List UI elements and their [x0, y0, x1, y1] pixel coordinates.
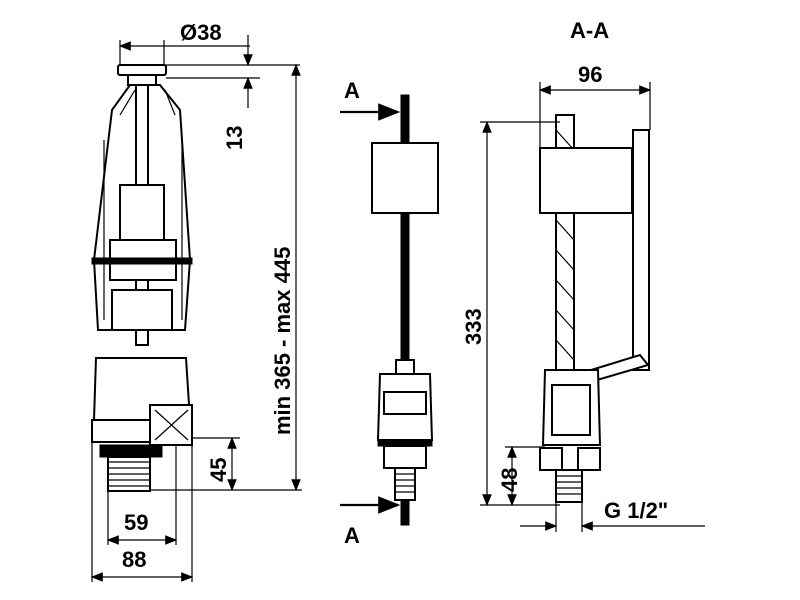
fill-valve-section-view: A-A [539, 18, 650, 503]
section-title: A-A [570, 18, 609, 43]
dim-section-height: 333 [461, 308, 486, 345]
dim-thread-size: G 1/2" [604, 498, 668, 523]
dim-base-width: 88 [122, 547, 146, 572]
section-marker-bottom: A [344, 523, 360, 548]
dim-thread-height: 45 [206, 458, 231, 482]
dim-section-width: 96 [578, 62, 602, 87]
dim-thread-width: 59 [124, 510, 148, 535]
left-dimensions: Ø38 13 min 365 - max 445 45 59 88 [90, 20, 302, 582]
fill-valve-side-view: A A [340, 78, 439, 548]
dim-cap-diameter: Ø38 [180, 20, 222, 45]
section-dimensions: 96 333 48 G 1/2" [461, 62, 705, 532]
dim-cap-height: 13 [222, 126, 247, 150]
fill-valve-front-view [91, 64, 193, 492]
dim-section-thread-height: 48 [497, 468, 522, 492]
dim-height-range: min 365 - max 445 [270, 247, 295, 435]
section-marker-top: A [344, 78, 360, 103]
